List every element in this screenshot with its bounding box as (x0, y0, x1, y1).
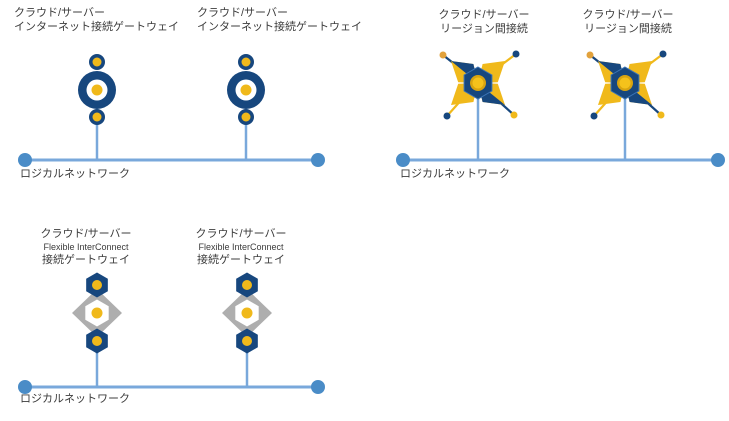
network-endpoint-dot (311, 380, 325, 394)
label-line: Flexible InterConnect (198, 242, 284, 252)
network-endpoint-dot (18, 153, 32, 167)
label-line: クラウド/サーバー (40, 228, 132, 240)
label-line: 接続ゲートウェイ (42, 254, 130, 266)
group-internet-gateway (18, 54, 325, 167)
label-line: リージョン間接続 (440, 23, 528, 35)
label-line: 接続ゲートウェイ (197, 254, 285, 266)
group-inter-region (396, 49, 725, 167)
label-line: リージョン間接続 (584, 23, 672, 35)
label-line: クラウド/サーバー (195, 228, 287, 240)
icon-label: クラウド/サーバー Flexible InterConnect 接続ゲートウェイ (131, 227, 351, 267)
fic-gateway-icon (72, 272, 122, 354)
icon-label: クラウド/サーバー インターネット接続ゲートウェイ (197, 6, 362, 34)
inter-region-icon (585, 49, 668, 121)
logical-network-label: ロジカルネットワーク (400, 168, 510, 180)
network-endpoint-dot (396, 153, 410, 167)
label-line: クラウド/サーバー (582, 9, 674, 21)
internet-gateway-icon (78, 54, 116, 125)
label-line: クラウド/サーバー (438, 9, 530, 21)
network-endpoint-dot (711, 153, 725, 167)
icon-label: クラウド/サーバー リージョン間接続 (374, 8, 594, 36)
logical-network-label: ロジカルネットワーク (20, 168, 130, 180)
fic-gateway-icon (222, 272, 272, 354)
group-flexible-interconnect (18, 272, 325, 394)
network-endpoint-dot (311, 153, 325, 167)
label-line: Flexible InterConnect (43, 242, 129, 252)
network-endpoint-dot (18, 380, 32, 394)
label-line: インターネット接続ゲートウェイ (14, 21, 179, 33)
logical-network-label: ロジカルネットワーク (20, 393, 130, 405)
internet-gateway-icon (227, 54, 265, 125)
inter-region-icon (438, 49, 521, 121)
icon-label: クラウド/サーバー インターネット接続ゲートウェイ (14, 6, 179, 34)
label-line: クラウド/サーバー (197, 7, 288, 19)
icon-label: クラウド/サーバー Flexible InterConnect 接続ゲートウェイ (0, 227, 196, 267)
label-line: クラウド/サーバー (14, 7, 105, 19)
label-line: インターネット接続ゲートウェイ (197, 21, 362, 33)
icon-label: クラウド/サーバー リージョン間接続 (518, 8, 729, 36)
